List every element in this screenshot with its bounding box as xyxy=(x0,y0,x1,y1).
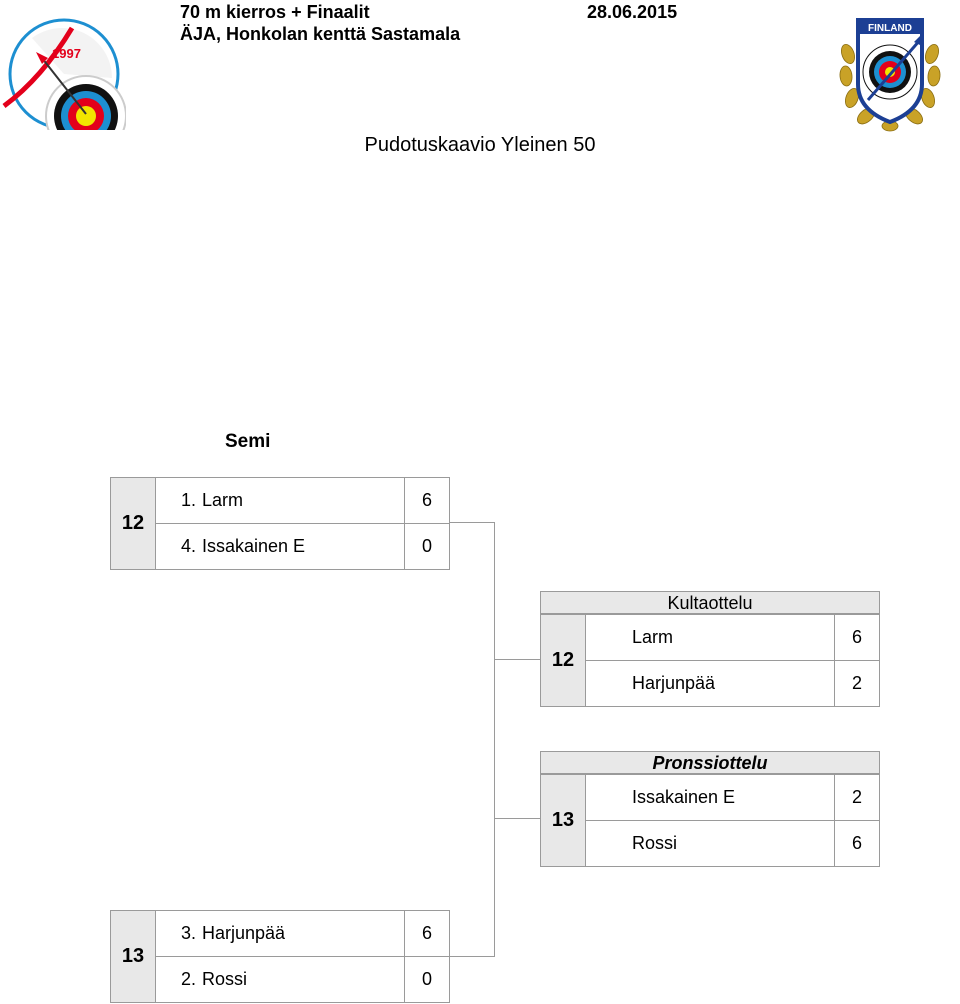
semifinal-match-2: 13 3. Harjunpää 6 2. Rossi 0 xyxy=(110,910,450,1003)
spacer-cell xyxy=(585,660,630,707)
page-title: Pudotuskaavio Yleinen 50 xyxy=(364,134,596,156)
table-row: 12 Larm 6 xyxy=(540,614,880,707)
player-rank: 3. xyxy=(155,910,200,957)
player-score: 6 xyxy=(404,910,450,957)
spacer-cell xyxy=(585,774,630,821)
player-name: Issakainen E xyxy=(630,774,835,821)
player-name: Harjunpää xyxy=(200,910,405,957)
match-seed: 13 xyxy=(540,774,586,867)
match-seed: 13 xyxy=(110,910,156,1003)
player-name: Harjunpää xyxy=(630,660,835,707)
bracket-connector xyxy=(449,522,495,523)
match-seed: 12 xyxy=(540,614,586,707)
bracket-connector xyxy=(494,522,495,957)
round-label: 70 m kierros + Finaalit xyxy=(180,2,370,22)
match-seed: 12 xyxy=(110,477,156,570)
bronze-match: 13 Issakainen E 2 Rossi 6 xyxy=(540,774,880,867)
player-rank: 4. xyxy=(155,523,200,570)
table-row: Rossi 6 xyxy=(541,820,880,867)
bracket-connector xyxy=(494,818,540,819)
club-logo: 1997 xyxy=(2,18,127,157)
player-score: 6 xyxy=(404,477,450,524)
club-logo-graphic: 1997 xyxy=(2,18,127,157)
bronze-match-title: Pronssiottelu xyxy=(540,751,880,774)
player-score: 6 xyxy=(834,614,880,661)
player-name: Issakainen E xyxy=(200,523,405,570)
table-row: 4. Issakainen E 0 xyxy=(111,523,450,570)
spacer-cell xyxy=(585,614,630,661)
table-row: 13 Issakainen E 2 xyxy=(540,774,880,867)
spacer-cell xyxy=(585,820,630,867)
date-label: 28.06.2015 xyxy=(587,2,678,22)
player-rank: 1. xyxy=(155,477,200,524)
finland-archery-logo: FINLAND xyxy=(838,14,942,134)
player-score: 6 xyxy=(834,820,880,867)
table-row: Harjunpää 2 xyxy=(541,660,880,707)
table-row: 12 1. Larm 6 xyxy=(110,477,450,570)
bracket-connector xyxy=(449,956,495,957)
gold-match-title: Kultaottelu xyxy=(540,591,880,614)
player-score: 2 xyxy=(834,660,880,707)
table-row: 2. Rossi 0 xyxy=(111,956,450,1003)
player-name: Rossi xyxy=(200,956,405,1003)
player-name: Larm xyxy=(630,614,835,661)
player-score: 2 xyxy=(834,774,880,821)
player-name: Rossi xyxy=(630,820,835,867)
table-row: 13 3. Harjunpää 6 xyxy=(110,910,450,1003)
finland-badge-graphic: FINLAND xyxy=(839,18,941,132)
club-logo-year: 1997 xyxy=(52,46,81,61)
semifinal-match-1: 12 1. Larm 6 4. Issakainen E 0 xyxy=(110,477,450,570)
venue-label: ÄJA, Honkolan kenttä Sastamala xyxy=(180,24,461,44)
player-rank: 2. xyxy=(155,956,200,1003)
stage-label-semi: Semi xyxy=(225,431,271,452)
bracket-connector xyxy=(494,659,540,660)
player-name: Larm xyxy=(200,477,405,524)
player-score: 0 xyxy=(404,523,450,570)
finland-badge-text: FINLAND xyxy=(868,23,912,34)
player-score: 0 xyxy=(404,956,450,1003)
gold-match: 12 Larm 6 Harjunpää 2 xyxy=(540,614,880,707)
